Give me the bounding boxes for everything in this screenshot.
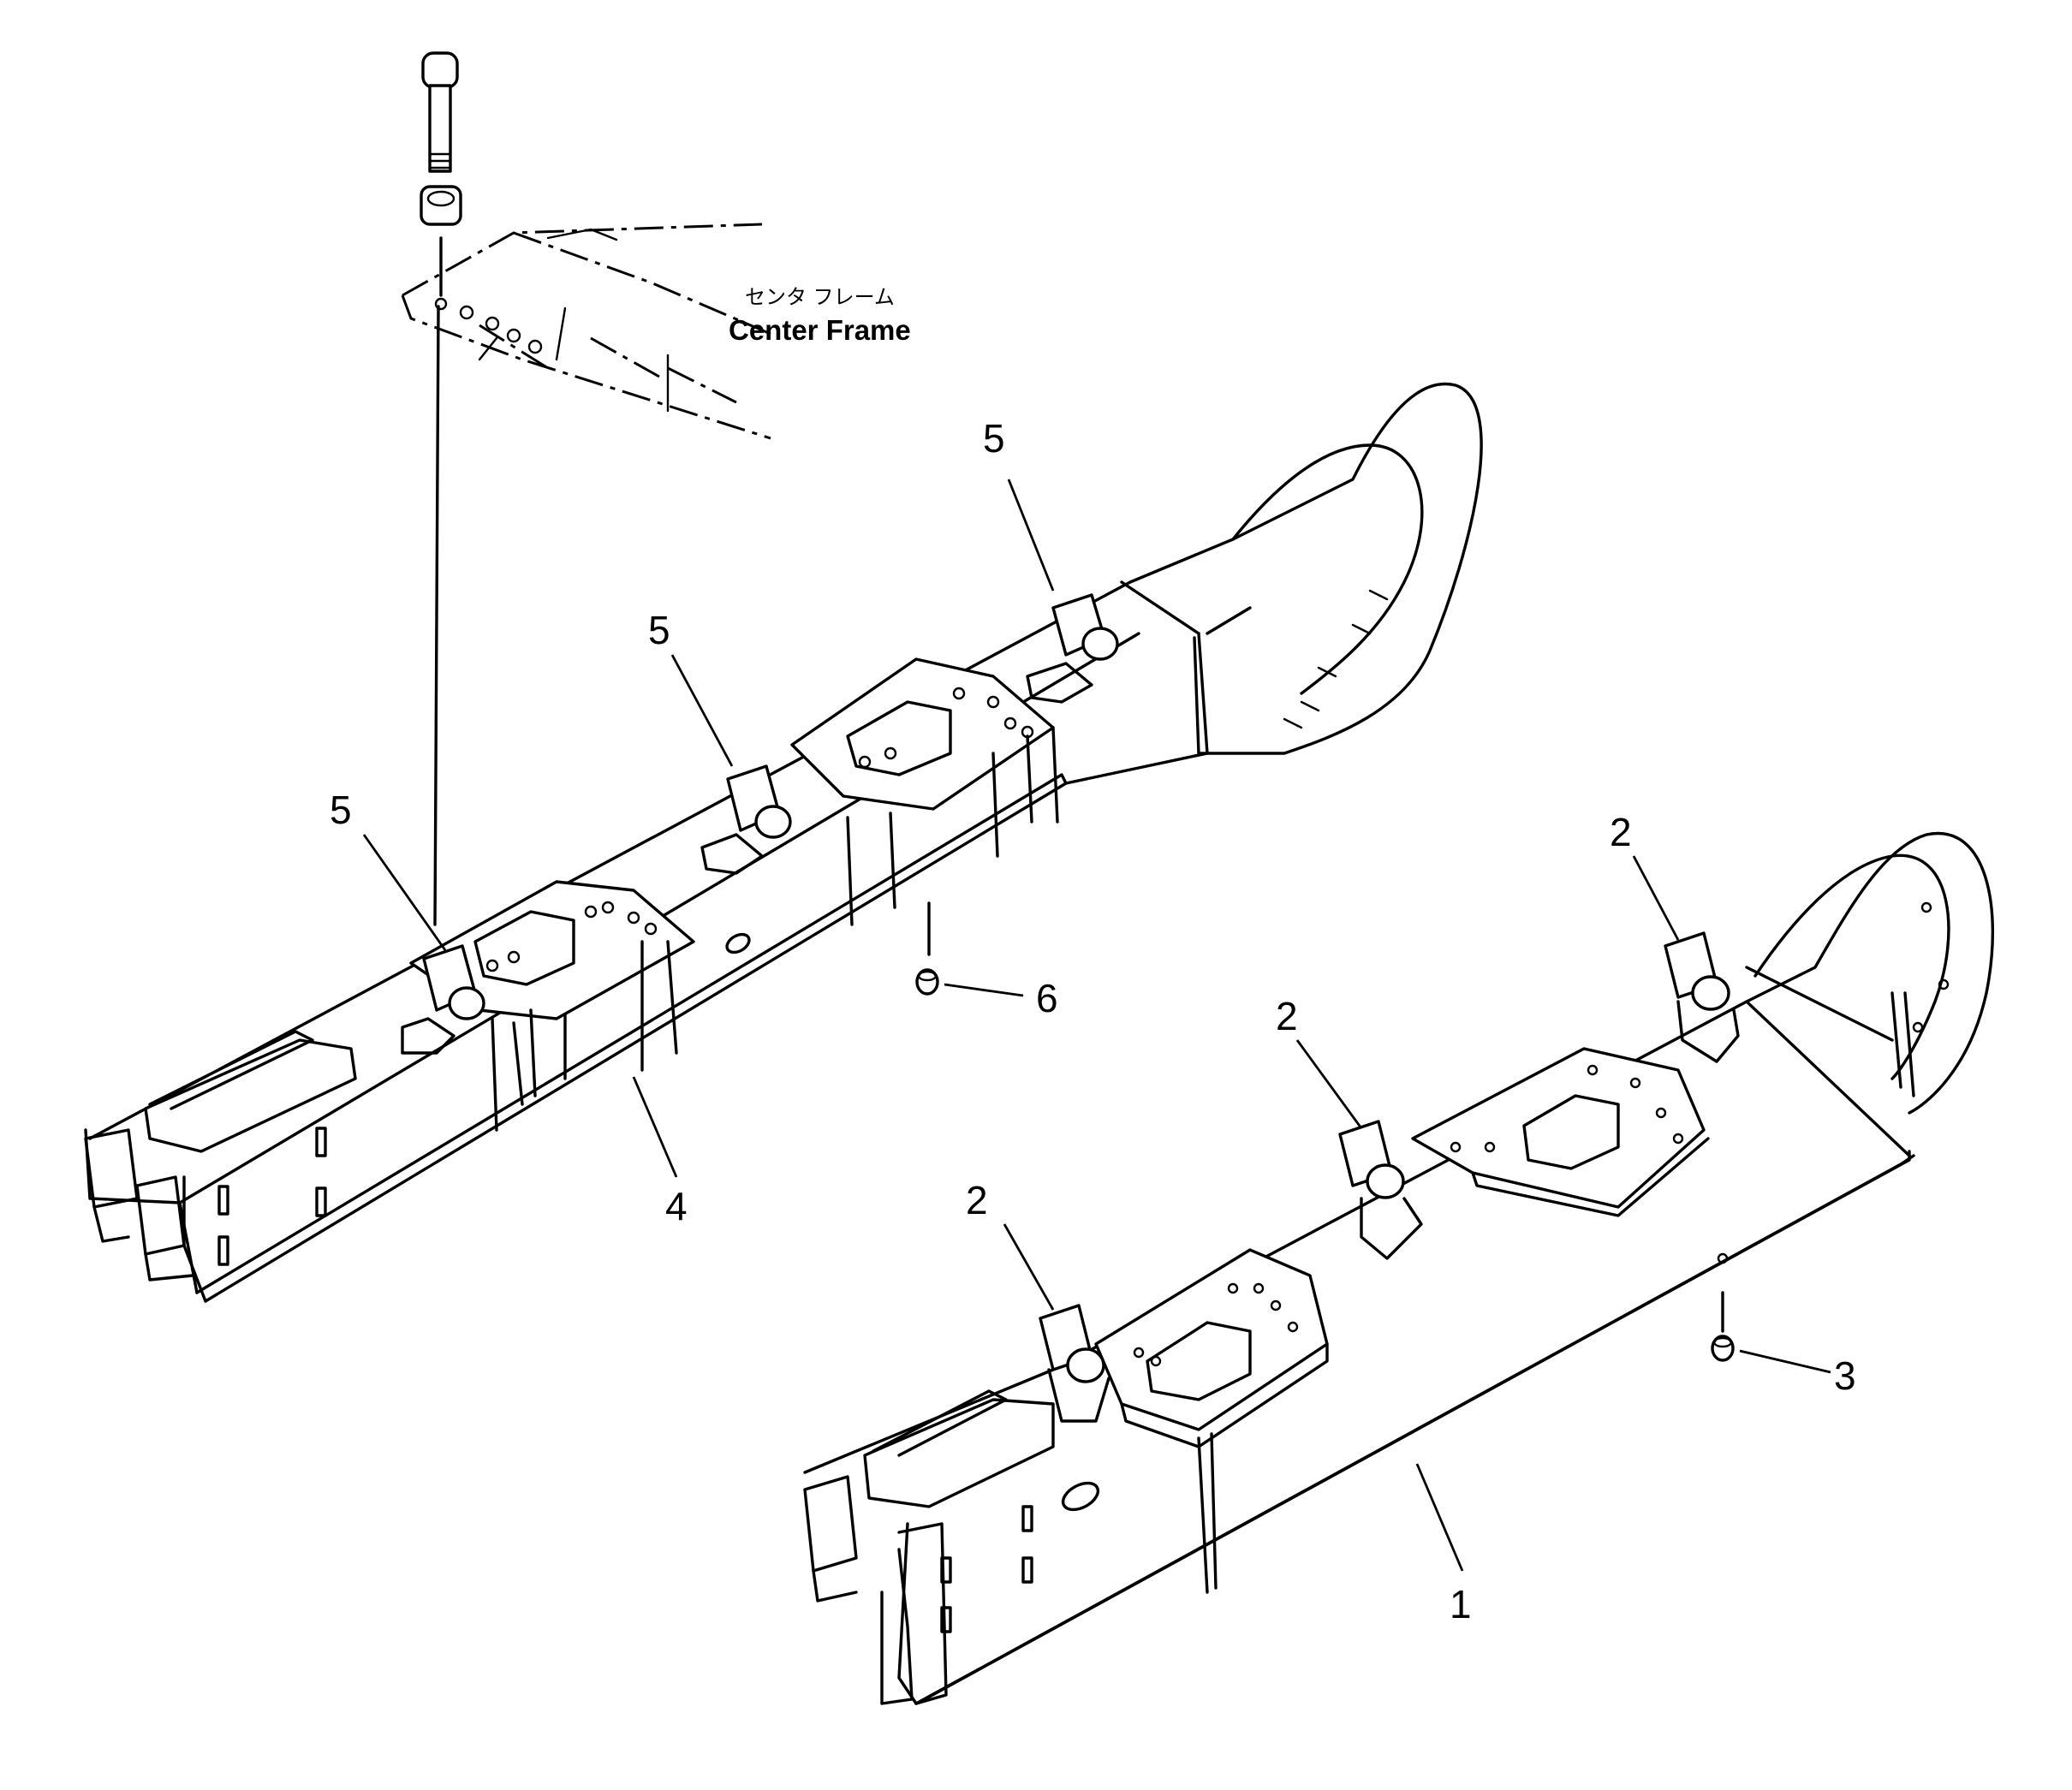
leader-1 — [1415, 1463, 1464, 1572]
leader-2a — [1003, 1223, 1055, 1311]
track-guard-clamp-5c — [1026, 593, 1119, 704]
callout-5-rear: 5 — [983, 416, 1005, 461]
track-guard-clamp-5b — [700, 764, 792, 875]
bolt-collar — [420, 185, 462, 226]
leader-3 — [1739, 1349, 1831, 1374]
leader-5c — [1007, 479, 1055, 592]
bolt-axis-line — [433, 236, 443, 926]
plug-6 — [915, 901, 939, 996]
mounting-bolt — [421, 51, 459, 173]
callout-6: 6 — [1036, 976, 1058, 1020]
callout-5-front: 5 — [330, 788, 352, 832]
callout-3: 3 — [1834, 1353, 1856, 1398]
callout-4: 4 — [665, 1184, 688, 1228]
center-frame-label-jp: センタ フレーム — [745, 285, 895, 309]
leader-4 — [632, 1076, 678, 1178]
plug-3 — [1711, 1252, 1735, 1362]
leader-6 — [944, 983, 1024, 997]
callout-2-rear: 2 — [1610, 810, 1632, 854]
leader-5b — [670, 654, 734, 767]
callout-5-middle: 5 — [648, 608, 670, 652]
leader-5a — [362, 834, 447, 951]
track-frame-4 — [84, 382, 1483, 1303]
track-guard-clamp-2b — [1338, 1120, 1423, 1260]
callout-1: 1 — [1450, 1582, 1472, 1626]
center-frame-label: Center Frame — [729, 314, 911, 346]
leader-2b — [1295, 1039, 1363, 1129]
leader-2c — [1632, 855, 1680, 941]
track-frame-1 — [803, 831, 1995, 1705]
track-guard-clamp-2c — [1664, 931, 1740, 1063]
callout-2-middle: 2 — [1276, 994, 1298, 1038]
callout-2-front: 2 — [966, 1178, 988, 1222]
track-guard-clamp-5a — [401, 944, 485, 1055]
track-guard-clamp-2a — [1039, 1304, 1110, 1423]
center-frame-phantom — [401, 223, 771, 440]
